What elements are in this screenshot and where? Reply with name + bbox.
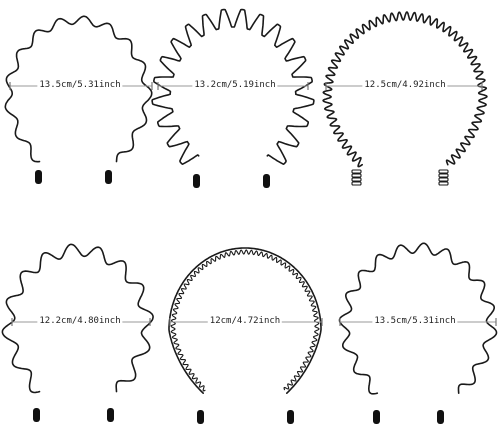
measurement-label-2: 13.2cm/5.19inch <box>192 80 278 91</box>
comb-headband-5 <box>168 247 322 424</box>
measurement-label-3: 12.5cm/4.92inch <box>362 80 448 91</box>
measurement-lines <box>9 82 497 326</box>
measurement-label-1: 13.5cm/5.31inch <box>37 80 123 91</box>
measurement-label-5: 12cm/4.72inch <box>207 316 283 327</box>
zigzag-headband-2 <box>151 8 315 188</box>
wave-headband-1 <box>4 15 153 184</box>
wave-headband-6 <box>338 242 498 424</box>
wave-headband-4 <box>1 243 154 422</box>
measurement-label-4: 12.2cm/4.80inch <box>37 316 123 327</box>
spring-headband-3 <box>322 11 488 186</box>
measurement-label-6: 13.5cm/5.31inch <box>372 316 458 327</box>
